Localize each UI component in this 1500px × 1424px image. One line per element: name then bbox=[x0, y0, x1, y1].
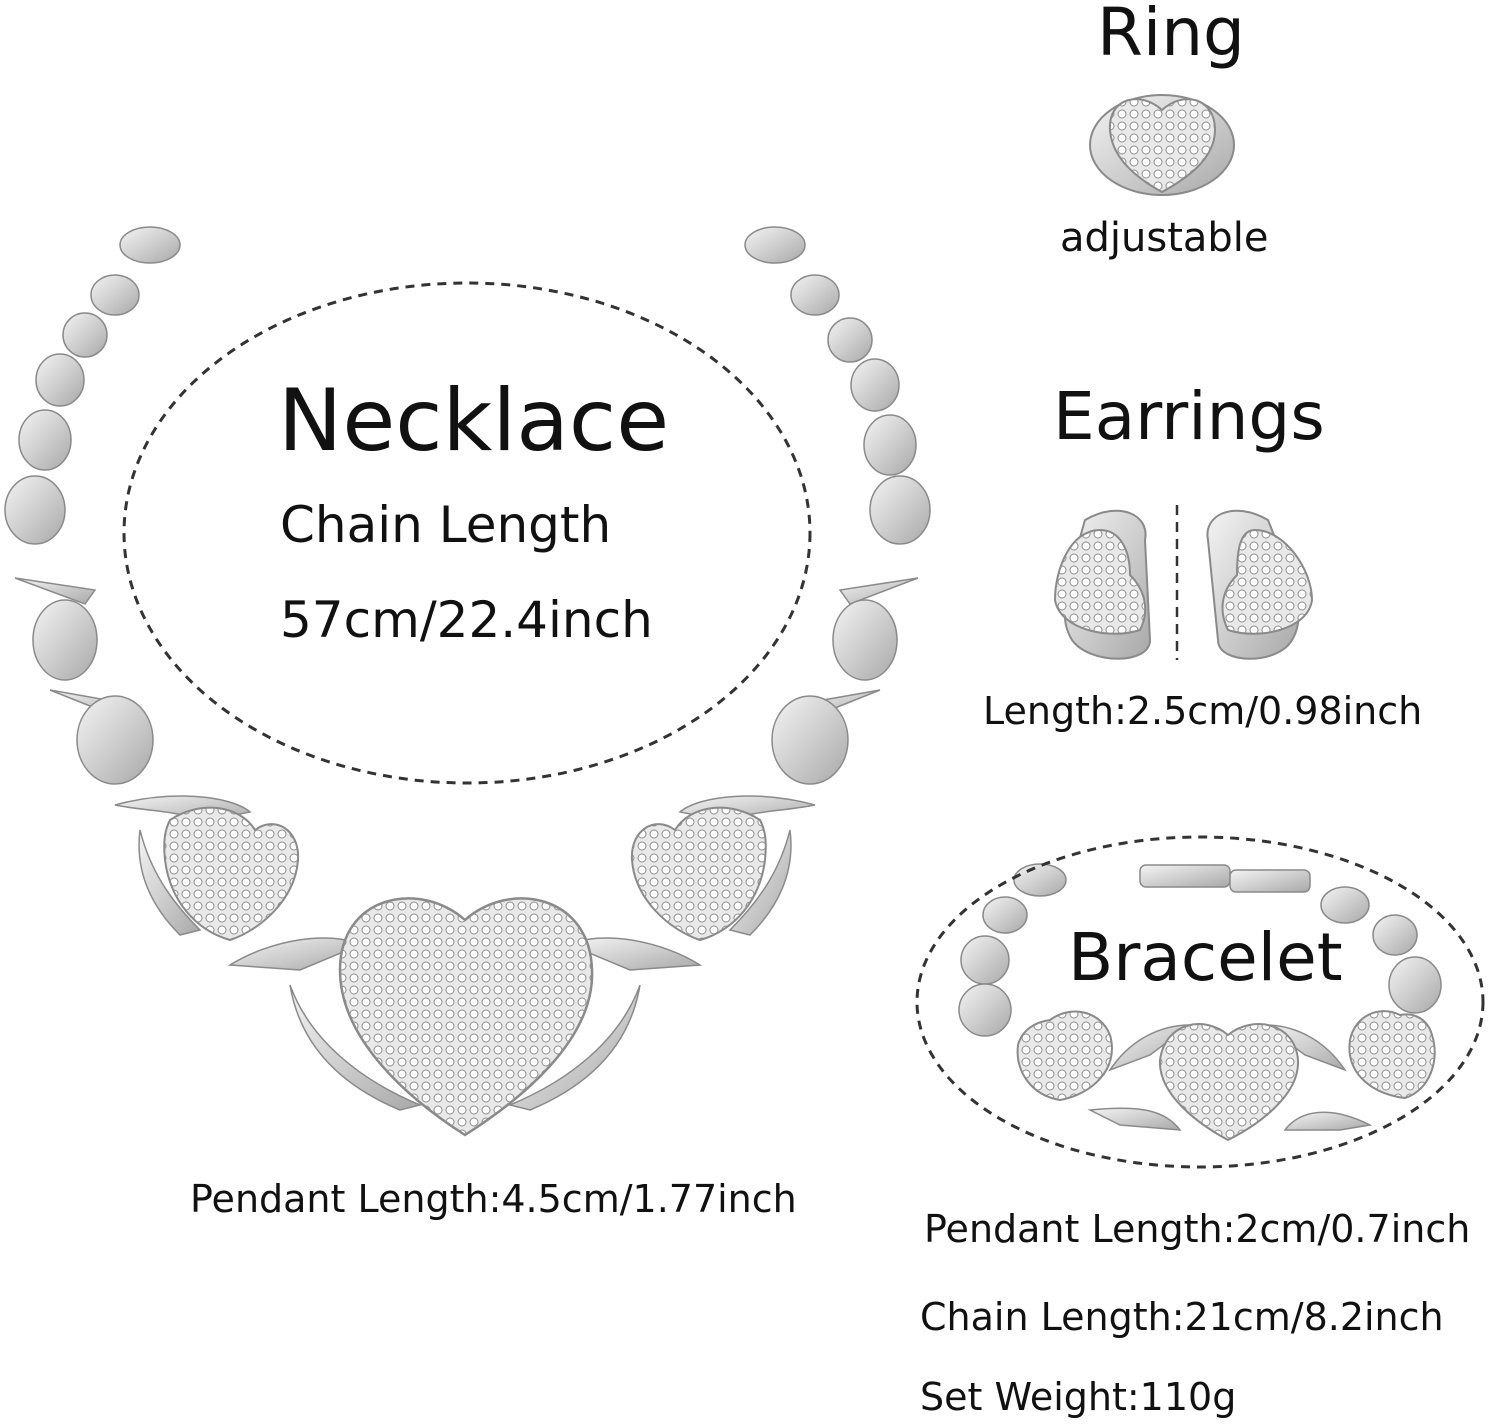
necklace-callout-oval bbox=[122, 281, 812, 785]
necklace-image bbox=[4, 226, 931, 1137]
necklace-pendant-length: Pendant Length:4.5cm/1.77inch bbox=[190, 1177, 797, 1221]
bracelet-callout-oval bbox=[915, 835, 1485, 1169]
bracelet-pendant-length: Pendant Length:2cm/0.7inch bbox=[924, 1207, 1471, 1251]
bracelet-image bbox=[958, 863, 1442, 1142]
bracelet-title: Bracelet bbox=[1068, 919, 1343, 996]
necklace-left-heart bbox=[163, 806, 300, 942]
necklace-chain-value: 57cm/22.4inch bbox=[280, 591, 653, 649]
necklace-right-chain bbox=[744, 226, 931, 785]
necklace-title: Necklace bbox=[278, 371, 670, 471]
ring-title: Ring bbox=[1097, 0, 1245, 71]
earrings-title: Earrings bbox=[1053, 378, 1325, 455]
necklace-center-heart bbox=[338, 897, 594, 1137]
ring-image bbox=[1089, 94, 1235, 196]
bracelet-chain-length: Chain Length:21cm/8.2inch bbox=[920, 1295, 1444, 1339]
earrings-length: Length:2.5cm/0.98inch bbox=[983, 689, 1423, 733]
necklace-x-links bbox=[114, 795, 816, 1111]
earring-image bbox=[1053, 505, 1314, 660]
necklace-chain-label: Chain Length bbox=[280, 496, 612, 554]
ring-note: adjustable bbox=[1060, 215, 1269, 261]
necklace-left-chain bbox=[4, 226, 181, 785]
set-weight: Set Weight:110g bbox=[920, 1375, 1237, 1419]
necklace-right-heart bbox=[630, 806, 767, 942]
